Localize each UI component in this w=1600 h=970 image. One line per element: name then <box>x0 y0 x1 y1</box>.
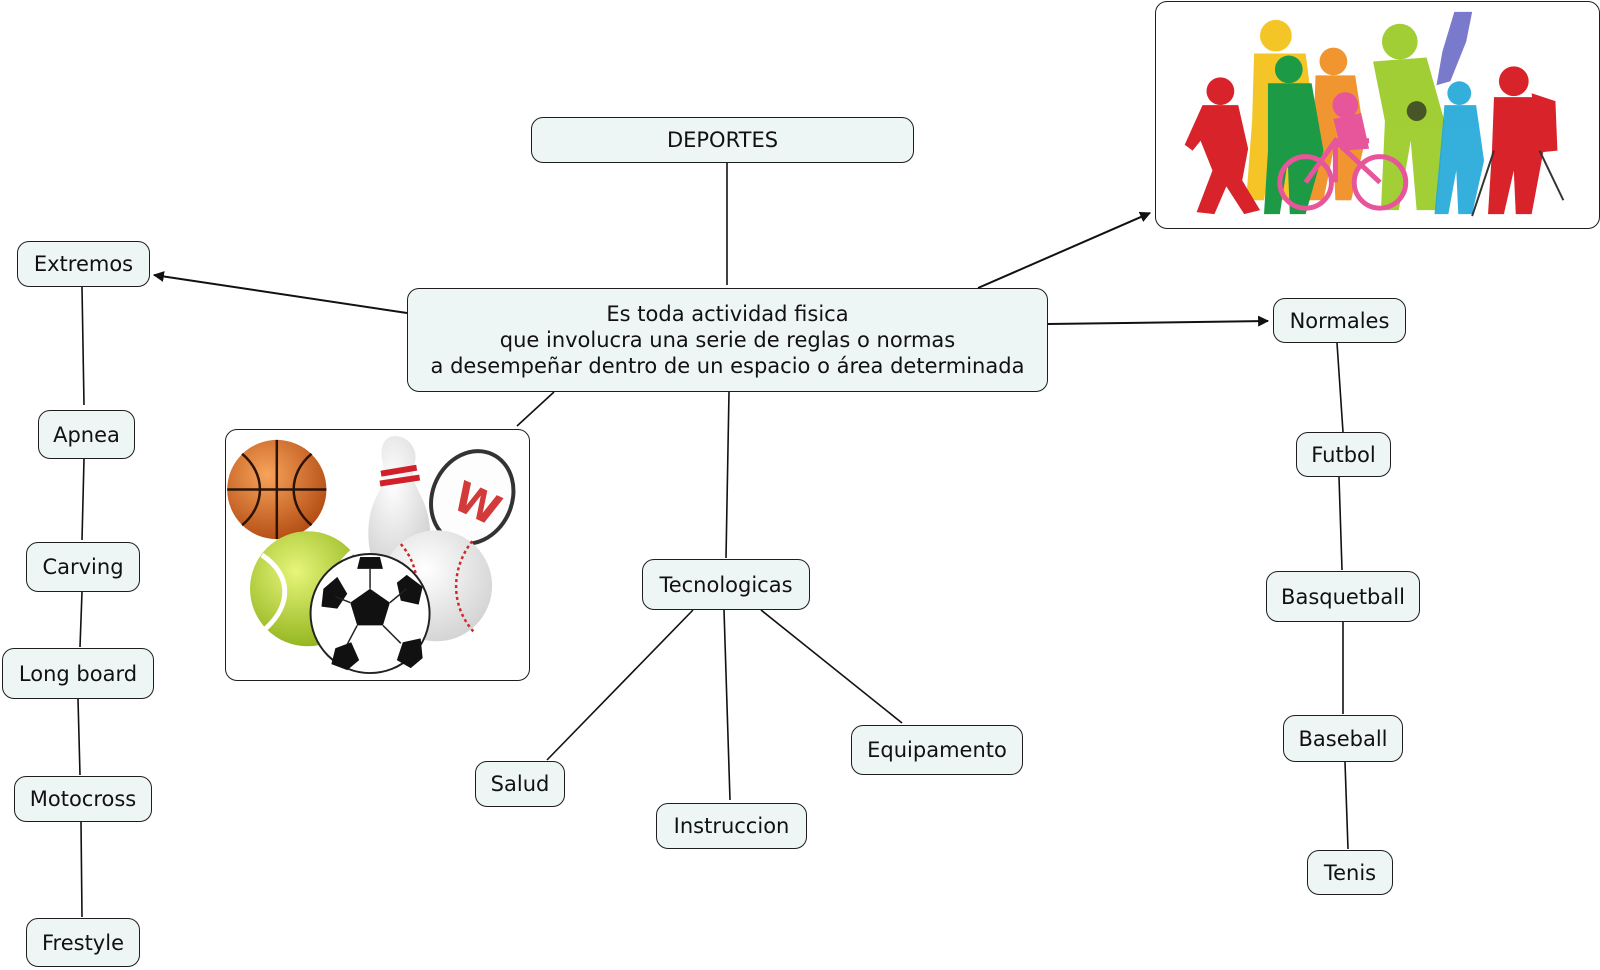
arrow-definition-extremos <box>152 271 408 314</box>
connector-normales-chain <box>1344 761 1349 850</box>
definition-line: que involucra una serie de reglas o norm… <box>499 328 956 352</box>
sport-node-apnea[interactable]: Apnea <box>38 410 135 459</box>
connector-extremos-chain <box>80 821 83 918</box>
sports-balls-image: W <box>225 429 530 681</box>
connector-definition-balls-image <box>516 391 555 427</box>
connector-definition-tecnologicas <box>725 391 730 559</box>
sport-node-basquetball[interactable]: Basquetball <box>1266 571 1420 622</box>
category-node-normales[interactable]: Normales <box>1273 298 1406 343</box>
category-node-tecnologicas[interactable]: Tecnologicas <box>642 559 810 610</box>
athlete-silhouettes-icon <box>1184 11 1565 217</box>
sport-node-carving[interactable]: Carving <box>26 542 140 592</box>
root-node-deportes[interactable]: DEPORTES <box>531 117 914 163</box>
connector-tecnologicas-equipamento <box>760 609 903 724</box>
connector-extremos-chain <box>79 591 83 648</box>
connector-tecnologicas-salud <box>546 609 694 761</box>
definition-line: Es toda actividad fisica <box>606 302 849 326</box>
sport-node-tenis[interactable]: Tenis <box>1307 850 1393 895</box>
tech-node-instruccion[interactable]: Instruccion <box>656 803 807 849</box>
arrow-definition-normales <box>1047 315 1270 327</box>
sport-node-motocross[interactable]: Motocross <box>14 776 152 822</box>
sport-node-long-board[interactable]: Long board <box>2 648 154 699</box>
arrow-definition-athletes-image <box>977 211 1152 289</box>
sport-node-futbol[interactable]: Futbol <box>1296 432 1391 477</box>
definition-line: a desempeñar dentro de un espacio o área… <box>430 354 1025 378</box>
definition-node[interactable]: Es toda actividad fisica que involucra u… <box>407 288 1048 392</box>
athletes-image <box>1155 1 1600 229</box>
tech-node-equipamento[interactable]: Equipamento <box>851 725 1023 775</box>
connector-extremos-chain <box>81 286 85 406</box>
connector-tecnologicas-instruccion <box>723 609 731 801</box>
connector-extremos-chain <box>81 458 85 541</box>
connector-normales-chain <box>1336 342 1344 433</box>
connector-extremos-chain <box>77 698 81 776</box>
connector-normales-chain <box>1338 476 1343 571</box>
sport-node-frestyle[interactable]: Frestyle <box>26 918 140 967</box>
sport-node-baseball[interactable]: Baseball <box>1283 715 1403 762</box>
category-node-extremos[interactable]: Extremos <box>17 241 150 287</box>
tech-node-salud[interactable]: Salud <box>475 761 565 807</box>
sports-balls-icon: W <box>227 435 516 675</box>
